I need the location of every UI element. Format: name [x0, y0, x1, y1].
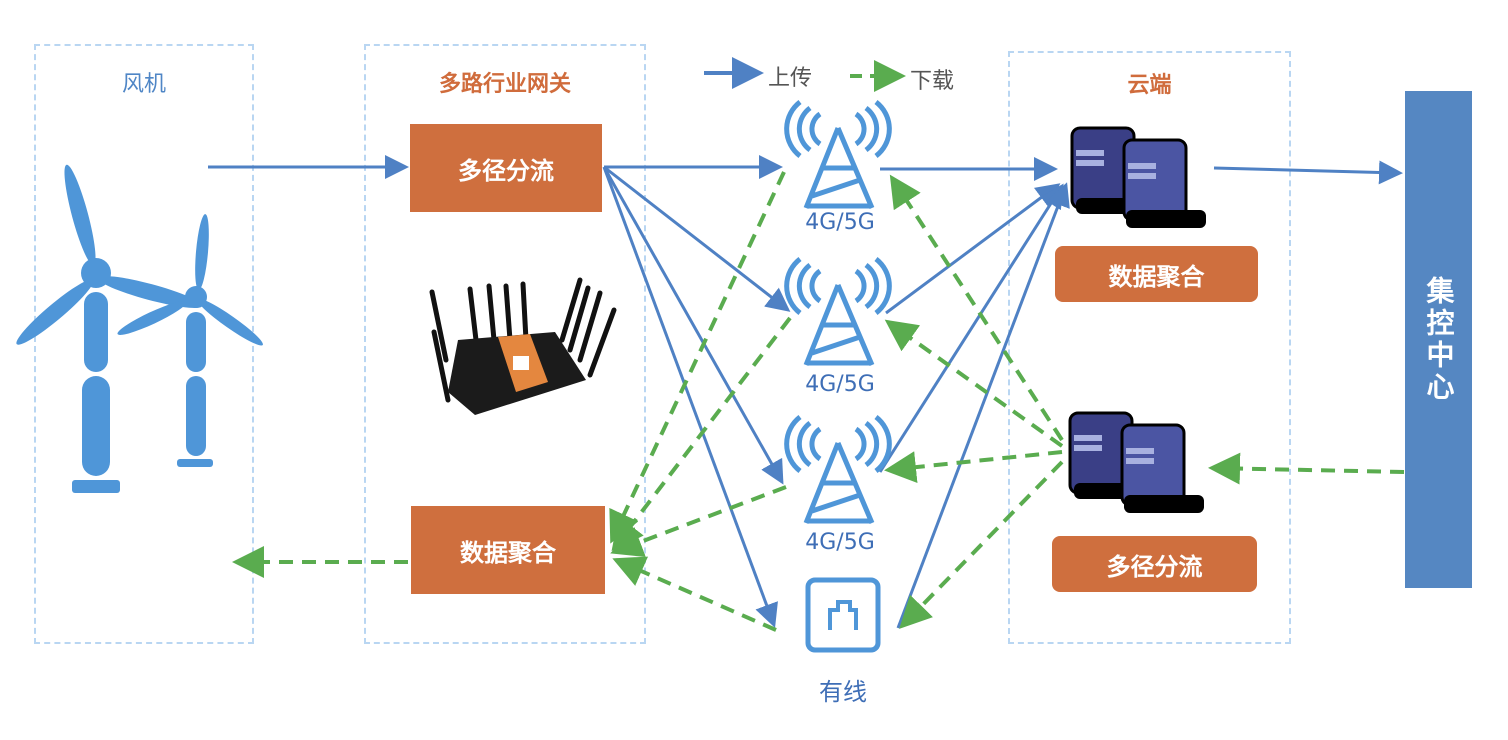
download-wired-to-agg — [612, 556, 777, 632]
gateway-zone-title: 多路行业网关 — [438, 72, 571, 97]
upload-cloud-to-center — [1213, 160, 1403, 185]
turbine-zone: 风机 — [34, 44, 254, 644]
gateway-zone: 多路行业网关 — [364, 44, 646, 644]
upload-tower3-to-cloud — [878, 183, 1064, 473]
wind-turbine-icon — [16, 164, 263, 493]
gateway-split-box: 多径分流 — [410, 124, 602, 212]
download-cloud-to-tower1 — [889, 174, 1064, 442]
wired-label: 有线 — [819, 678, 867, 706]
download-cloud-to-tower3 — [884, 450, 1063, 484]
cloud-split-box: 多径分流 — [1052, 536, 1257, 592]
download-center-to-split — [1208, 452, 1405, 485]
legend-download-label: 下载 — [910, 69, 955, 94]
legend-upload-label: 上传 — [768, 66, 813, 91]
router-icon — [429, 277, 617, 415]
cell-tower-icons — [784, 100, 892, 653]
cloud-zone: 云端 — [1008, 51, 1291, 644]
server-icon-top — [1070, 126, 1206, 228]
gateway-aggregate-box: 数据聚合 — [411, 506, 605, 594]
cloud-zone-title: 云端 — [1127, 73, 1172, 98]
server-icon-bottom — [1068, 411, 1204, 513]
turbine-zone-title: 风机 — [121, 72, 166, 97]
tower-2-label: 4G/5G — [805, 372, 875, 397]
cloud-aggregate-box: 数据聚合 — [1055, 246, 1258, 302]
upload-split-to-tower2 — [603, 165, 791, 312]
upload-tower2-to-cloud — [885, 183, 1061, 315]
upload-split-to-wired — [602, 166, 778, 628]
control-center: 集控中心 — [1405, 91, 1472, 588]
download-cloud-to-tower2 — [884, 319, 1064, 448]
ethernet-port-icon — [805, 577, 881, 653]
tower-3-label: 4G/5G — [805, 530, 875, 555]
tower-1 — [784, 100, 892, 209]
upload-wired-to-cloud — [896, 182, 1070, 629]
tower-1-label: 4G/5G — [805, 210, 875, 235]
download-cloud-to-wired — [899, 460, 1064, 629]
download-tower2-to-agg — [611, 316, 792, 552]
tower-3 — [784, 415, 892, 524]
upload-split-to-tower3 — [602, 166, 784, 485]
download-tower3-to-agg — [610, 485, 787, 558]
tower-2 — [784, 257, 892, 366]
